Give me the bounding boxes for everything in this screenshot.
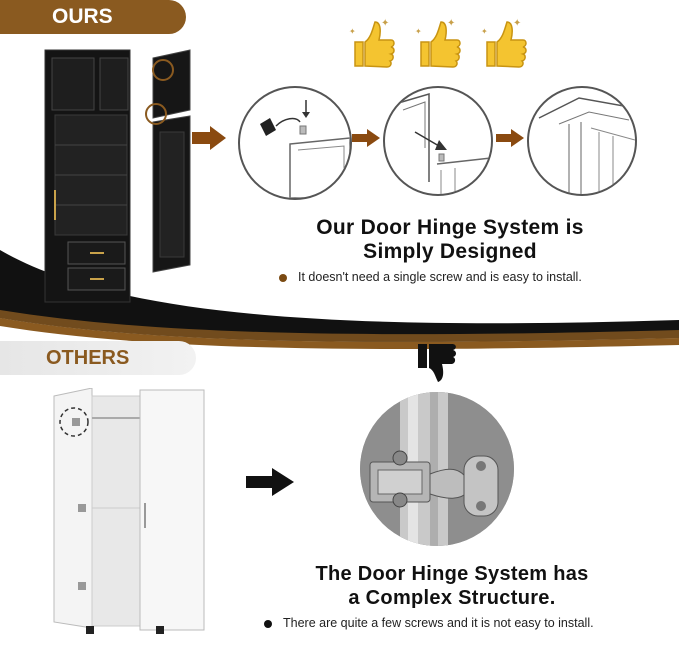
others-tag: OTHERS — [0, 341, 196, 375]
arrow-right-icon — [246, 468, 294, 496]
svg-text:✦: ✦ — [381, 18, 389, 29]
ours-bullet-text: It doesn't need a single screw and is ea… — [298, 270, 582, 284]
ours-title-line1: Our Door Hinge System is — [316, 216, 584, 239]
black-cabinet-image — [44, 49, 191, 303]
hinge-step-3-image — [527, 86, 637, 196]
others-bullet-text: There are quite a few screws and it is n… — [283, 616, 594, 630]
arrow-right-icon — [496, 129, 524, 147]
bullet-dot — [279, 273, 287, 282]
hinge-step-2-image — [383, 86, 493, 196]
svg-text:✦: ✦ — [513, 18, 521, 29]
others-title-line1: The Door Hinge System has — [315, 563, 589, 585]
ours-title-line2: Simply Designed — [363, 240, 537, 263]
svg-text:✦: ✦ — [349, 27, 356, 36]
others-bullet: There are quite a few screws and it is n… — [264, 616, 594, 630]
white-cabinet-image — [53, 388, 205, 634]
bullet-dot — [264, 619, 272, 628]
thumbs-up-icon: ✦ ✦ ✦ ✦ ✦ ✦ — [349, 18, 527, 68]
arrow-right-icon — [192, 126, 226, 150]
svg-text:✦: ✦ — [481, 27, 488, 36]
ours-tag: OURS — [0, 0, 186, 34]
others-title-line2: a Complex Structure. — [348, 587, 556, 609]
hinge-step-1-image — [238, 86, 352, 200]
complex-hinge-photo — [360, 392, 514, 546]
svg-text:✦: ✦ — [447, 18, 455, 29]
svg-text:✦: ✦ — [415, 27, 422, 36]
ours-bullet: It doesn't need a single screw and is ea… — [279, 270, 582, 284]
arrow-right-icon — [352, 129, 380, 147]
thumbs-down-icon — [418, 344, 456, 382]
